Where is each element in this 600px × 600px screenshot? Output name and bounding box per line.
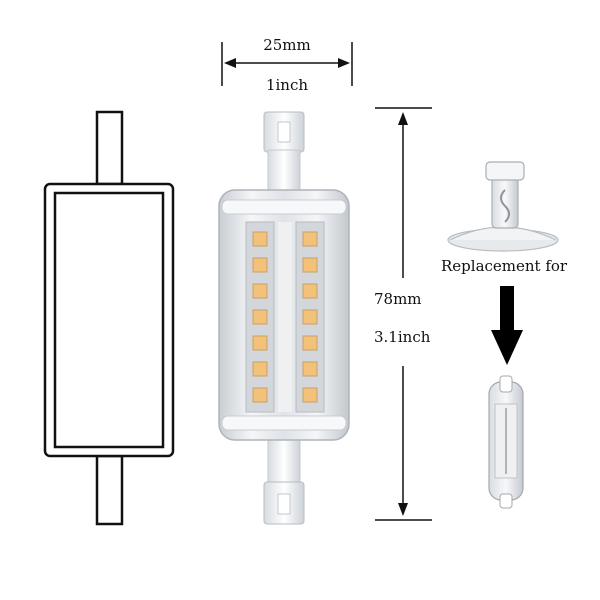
led-chip (252, 231, 268, 247)
led-lamp (218, 111, 350, 525)
width-inch-label: 1inch (265, 76, 309, 94)
led-chip (252, 283, 268, 299)
led-chip (302, 361, 318, 377)
led-chip (252, 361, 268, 377)
halogen-tube-bulb (488, 375, 524, 509)
led-chip (302, 257, 318, 273)
down-arrow-icon (491, 286, 523, 365)
led-chip (302, 283, 318, 299)
led-chip (302, 309, 318, 325)
length-dimension (375, 107, 432, 521)
length-inch-label: 3.1inch (374, 328, 454, 346)
led-chip (252, 309, 268, 325)
led-chip (252, 257, 268, 273)
led-chips-left (252, 231, 268, 403)
led-chips-right (302, 231, 318, 403)
width-dimension (221, 42, 353, 86)
led-chip (302, 231, 318, 247)
led-chip (252, 387, 268, 403)
old-socket-bulb (447, 161, 559, 252)
led-chip (252, 335, 268, 351)
length-mm-label: 78mm (374, 290, 454, 308)
width-mm-label: 25mm (263, 36, 311, 54)
replacement-label: Replacement for (441, 257, 568, 275)
led-chip (302, 387, 318, 403)
led-chip (302, 335, 318, 351)
outline-silhouette (43, 110, 175, 526)
